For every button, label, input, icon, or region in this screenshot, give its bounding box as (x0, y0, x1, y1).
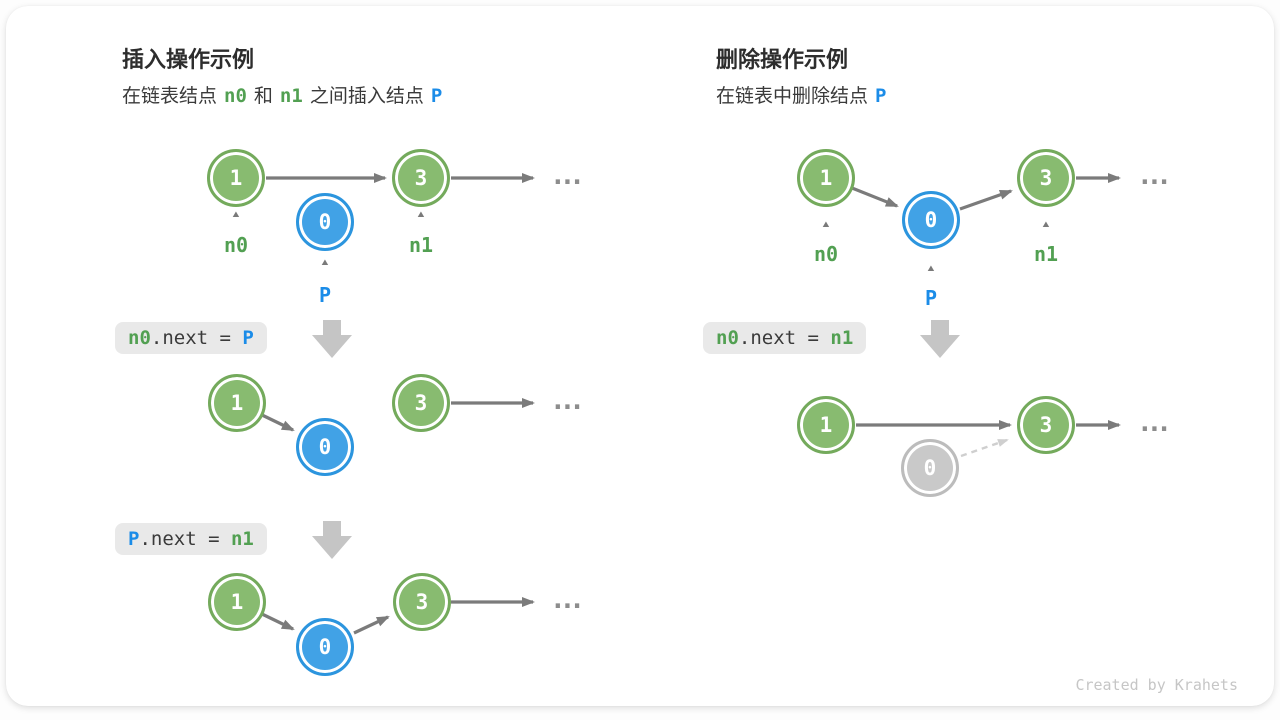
delete-d2-node-1: 1 (797, 396, 855, 454)
insert-panel-title: 插入操作示例 (122, 47, 255, 72)
code-token-p: P (128, 528, 140, 550)
delete-d1-node-0: 0 (902, 191, 960, 249)
diagram-card (6, 6, 1274, 706)
delete-d1-caret-p: ▲ (925, 263, 937, 274)
insert-pointer-label-p: P (318, 283, 332, 307)
insert-d2-node-1: 1 (208, 374, 266, 432)
delete-d2-node-0-removed: 0 (901, 439, 959, 497)
insert-d1-caret-n1: ▲ (415, 209, 427, 220)
insert-code-2: P.next = n1 (115, 523, 267, 555)
code-token-n0: n0 (716, 327, 739, 349)
code-token-n1: n1 (830, 327, 854, 349)
code-text: .next = (738, 327, 831, 349)
insert-code-1: n0.next = P (115, 322, 267, 354)
insert-panel-subtitle: 在链表结点 n0 和 n1 之间插入结点 P (122, 81, 449, 108)
subtitle-text: 和 (253, 86, 273, 107)
delete-pointer-label-n0: n0 (813, 242, 839, 266)
insert-d3-node-1: 1 (208, 573, 266, 631)
delete-panel-subtitle: 在链表中删除结点 P (716, 81, 893, 108)
subtitle-token-p: P (430, 85, 443, 107)
insert-pointer-label-n0: n0 (223, 233, 249, 257)
insert-d2-node-3: 3 (392, 374, 450, 432)
delete-code-1: n0.next = n1 (703, 322, 867, 354)
delete-pointer-label-n1: n1 (1033, 242, 1059, 266)
delete-d1-node-1: 1 (797, 149, 855, 207)
subtitle-text: 在链表中删除结点 (716, 86, 869, 107)
insert-pointer-label-n1: n1 (408, 233, 434, 257)
delete-d1-caret-n1: ▲ (1040, 219, 1052, 230)
subtitle-text: 之间插入结点 (309, 86, 424, 107)
delete-d2-node-3: 3 (1017, 396, 1075, 454)
insert-d1-node-1: 1 (207, 149, 265, 207)
code-token-n0: n0 (128, 327, 151, 349)
insert-d2-ellipsis: ... (550, 386, 585, 416)
subtitle-text: 在链表结点 (122, 86, 218, 107)
insert-d1-node-3: 3 (392, 149, 450, 207)
credit-text: Created by Krahets (1075, 676, 1238, 694)
subtitle-token-n1: n1 (279, 85, 303, 107)
insert-d3-node-0: 0 (296, 618, 354, 676)
code-token-p: P (242, 327, 254, 349)
insert-d1-caret-n0: ▲ (230, 209, 242, 220)
insert-step2-down-arrow (312, 521, 352, 559)
code-text: .next = (139, 528, 231, 550)
code-text: .next = (150, 327, 243, 349)
delete-d1-ellipsis: ... (1137, 161, 1172, 191)
insert-step1-down-arrow (312, 320, 352, 358)
insert-d1-caret-p: ▲ (319, 257, 331, 268)
delete-d2-ellipsis: ... (1137, 408, 1172, 438)
insert-d1-node-0: 0 (296, 193, 354, 251)
insert-d2-node-0: 0 (296, 418, 354, 476)
delete-panel-title: 删除操作示例 (716, 47, 849, 72)
subtitle-token-n0: n0 (224, 85, 247, 107)
subtitle-token-p: P (875, 85, 887, 107)
insert-d1-ellipsis: ... (550, 161, 585, 191)
insert-d3-node-3: 3 (393, 573, 451, 631)
delete-d1-caret-n0: ▲ (820, 219, 832, 230)
delete-pointer-label-p: P (924, 286, 938, 310)
delete-d1-node-3: 3 (1017, 149, 1075, 207)
code-token-n1: n1 (230, 528, 254, 550)
delete-step-down-arrow (920, 320, 960, 358)
insert-d3-ellipsis: ... (550, 585, 585, 615)
